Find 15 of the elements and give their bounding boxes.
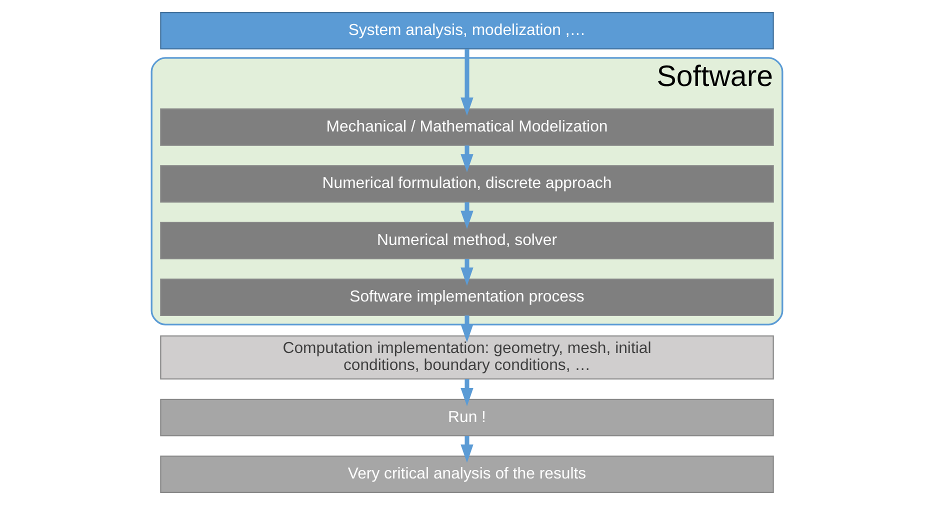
node-box: Numerical method, solver (160, 222, 774, 260)
arrow (460, 258, 474, 286)
arrow (460, 379, 474, 406)
node-box: System analysis, modelization ,… (160, 12, 774, 50)
node-box: Computation implementation: geometry, mesh, initial conditions, boundary conditions, … (160, 335, 774, 380)
node-box: Numerical formulation, discrete approach (160, 165, 774, 203)
arrow (460, 49, 474, 116)
node-box: Run ! (160, 398, 774, 436)
node-box: Very critical analysis of the results (160, 456, 774, 494)
arrow (460, 316, 474, 342)
arrow (460, 146, 474, 172)
arrow (460, 202, 474, 230)
arrow (460, 436, 474, 463)
node-box: Software implementation process (160, 278, 774, 316)
node-box: Mechanical / Mathematical Modelization (160, 108, 774, 146)
